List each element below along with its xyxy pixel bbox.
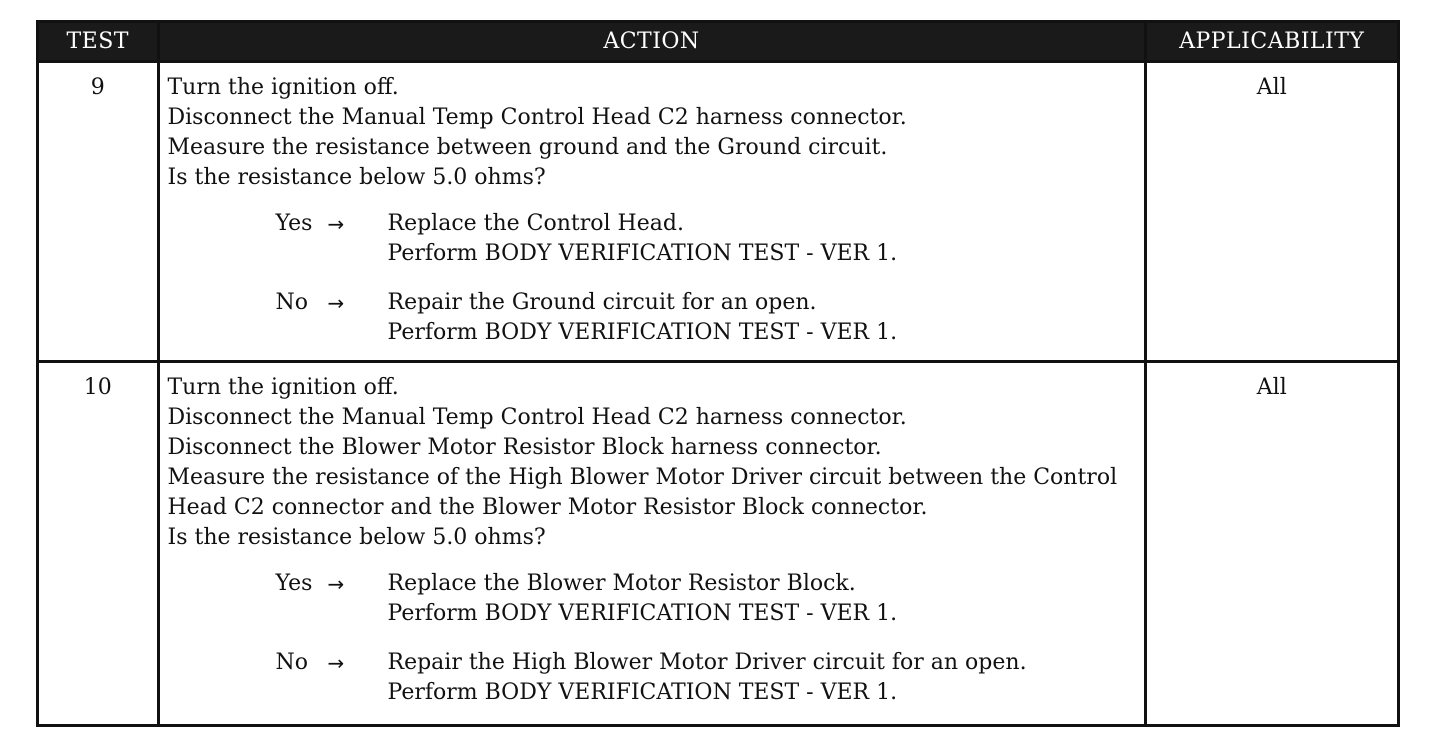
- outcome-instructions: Replace the Control Head. Perform BODY V…: [388, 209, 1138, 269]
- right-arrow-icon: →: [327, 572, 345, 596]
- outcome-yes: Yes → Replace the Control Head. Perform …: [168, 209, 1138, 269]
- action-cell: Turn the ignition off. Disconnect the Ma…: [156, 60, 1145, 362]
- outcome-line: Perform BODY VERIFICATION TEST - VER 1.: [387, 680, 898, 705]
- outcome-instructions: Repair the Ground circuit for an open. P…: [388, 288, 1138, 348]
- header-applicability: APPLICABILITY: [1143, 23, 1397, 62]
- test-number: 9: [39, 60, 158, 362]
- action-step: Head C2 connector and the Blower Motor R…: [167, 495, 928, 520]
- answer-label: No: [275, 290, 309, 315]
- outcome-line: Replace the Blower Motor Resistor Block.: [387, 571, 856, 596]
- outcome-line: Perform BODY VERIFICATION TEST - VER 1.: [387, 320, 898, 345]
- outcome-instructions: Replace the Blower Motor Resistor Block.…: [388, 569, 1138, 629]
- outcome-yes: Yes → Replace the Blower Motor Resistor …: [168, 569, 1138, 629]
- outcome-line: Perform BODY VERIFICATION TEST - VER 1.: [387, 601, 898, 626]
- action-question: Is the resistance below 5.0 ohms?: [167, 165, 546, 190]
- action-step: Disconnect the Manual Temp Control Head …: [167, 105, 907, 130]
- right-arrow-icon: →: [327, 212, 345, 236]
- outcome-no: No → Repair the Ground circuit for an op…: [168, 288, 1138, 348]
- answer-label: Yes: [275, 571, 313, 596]
- table-row: 10 Turn the ignition off. Disconnect the…: [39, 360, 1397, 726]
- test-number: 10: [39, 360, 158, 726]
- action-step: Disconnect the Blower Motor Resistor Blo…: [167, 435, 882, 460]
- outcome-line: Repair the Ground circuit for an open.: [387, 290, 817, 315]
- right-arrow-icon: →: [327, 651, 345, 675]
- action-question: Is the resistance below 5.0 ohms?: [167, 525, 546, 550]
- action-step: Measure the resistance of the High Blowe…: [167, 465, 1118, 490]
- answer-label: Yes: [275, 211, 313, 236]
- outcome-instructions: Repair the High Blower Motor Driver circ…: [388, 648, 1138, 708]
- diagnostic-test-table: TEST ACTION APPLICABILITY 9 Turn the ign…: [36, 20, 1400, 727]
- header-test: TEST: [39, 23, 158, 62]
- outcome-line: Repair the High Blower Motor Driver circ…: [387, 650, 1027, 675]
- action-step: Measure the resistance between ground an…: [167, 135, 888, 160]
- answer-label: No: [275, 650, 309, 675]
- action-step: Disconnect the Manual Temp Control Head …: [167, 405, 907, 430]
- applicability-value: All: [1143, 360, 1397, 726]
- outcome-line: Perform BODY VERIFICATION TEST - VER 1.: [387, 241, 898, 266]
- action-cell: Turn the ignition off. Disconnect the Ma…: [156, 360, 1145, 726]
- outcomes: Yes → Replace the Control Head. Perform …: [168, 209, 1138, 348]
- action-step: Turn the ignition off.: [167, 75, 399, 100]
- header-action: ACTION: [156, 23, 1145, 62]
- outcome-no: No → Repair the High Blower Motor Driver…: [168, 648, 1138, 708]
- outcomes: Yes → Replace the Blower Motor Resistor …: [168, 569, 1138, 708]
- outcome-line: Replace the Control Head.: [387, 211, 684, 236]
- table-header: TEST ACTION APPLICABILITY: [39, 23, 1397, 62]
- applicability-value: All: [1143, 60, 1397, 362]
- right-arrow-icon: →: [327, 291, 345, 315]
- test-table: TEST ACTION APPLICABILITY 9 Turn the ign…: [39, 23, 1397, 726]
- table-row: 9 Turn the ignition off. Disconnect the …: [39, 60, 1397, 362]
- action-step: Turn the ignition off.: [167, 375, 399, 400]
